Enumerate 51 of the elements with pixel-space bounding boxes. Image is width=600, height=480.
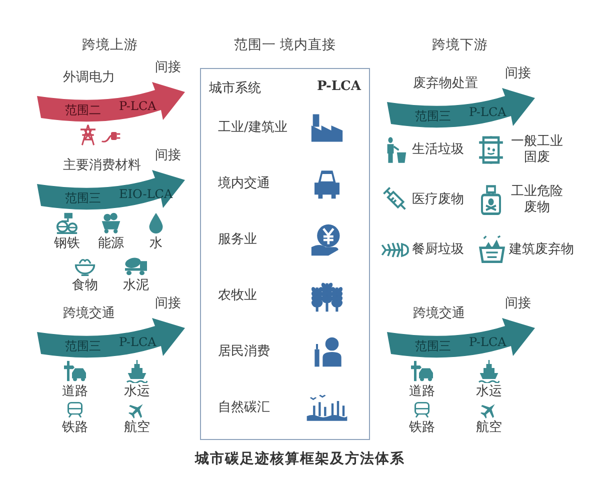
scope-label: 范围三 [65, 339, 101, 354]
indirect-label: 间接 [505, 66, 531, 81]
indirect-label: 间接 [155, 148, 181, 163]
arrow-heading: 跨境交通 [413, 306, 465, 321]
category-label: 生活垃圾 [412, 142, 464, 157]
scope-label: 范围二 [65, 103, 101, 118]
category-label: 医疗废物 [412, 192, 464, 207]
sector-label: 农牧业 [218, 288, 257, 303]
indirect-label: 间接 [155, 296, 181, 311]
category-label: 一般工业固废 [510, 134, 564, 166]
arrow-heading: 外调电力 [63, 70, 115, 85]
category-label: 食物 [71, 278, 99, 293]
category-label: 铁路 [61, 420, 89, 435]
method-label: P-LCA [119, 99, 156, 114]
column-heading: 跨境下游 [431, 38, 489, 53]
arrow-heading: 主要消费材料 [63, 158, 141, 173]
category-label: 钢铁 [53, 236, 81, 251]
arrow-heading: 废弃物处置 [413, 76, 478, 91]
scope-label: 范围三 [415, 339, 451, 354]
category-label: 铁路 [408, 420, 436, 435]
category-label: 水 [148, 236, 164, 251]
method-label: P-LCA [316, 79, 361, 94]
arrow-heading: 跨境交通 [63, 306, 115, 321]
category-label: 水运 [475, 384, 503, 399]
method-label: P-LCA [119, 335, 156, 350]
category-label: 建筑废弃物 [509, 242, 574, 257]
category-label: 道路 [408, 384, 436, 399]
category-label: 道路 [61, 384, 89, 399]
sector-label: 工业/建筑业 [218, 120, 288, 135]
method-label: EIO-LCA [119, 187, 173, 202]
category-label: 能源 [97, 236, 125, 251]
category-label: 水运 [123, 384, 151, 399]
scope-heading: 范围一 境内直接 [232, 38, 338, 53]
category-label: 航空 [475, 420, 503, 435]
method-label: P-LCA [469, 105, 506, 120]
system-title: 城市系统 [209, 81, 261, 96]
category-label: 工业危险废物 [510, 184, 564, 216]
category-label: 餐厨垃圾 [412, 242, 464, 257]
sector-label: 自然碳汇 [218, 400, 270, 415]
column-heading: 跨境上游 [81, 38, 139, 53]
category-label: 航空 [123, 420, 151, 435]
category-label: 水泥 [122, 278, 150, 293]
sector-label: 境内交通 [218, 176, 270, 191]
indirect-label: 间接 [155, 60, 181, 75]
scope-label: 范围三 [415, 109, 451, 124]
sector-label: 居民消费 [218, 344, 270, 359]
sector-label: 服务业 [218, 232, 257, 247]
method-label: P-LCA [469, 335, 506, 350]
indirect-label: 间接 [505, 296, 531, 311]
caption: 城市碳足迹核算框架及方法体系 [194, 450, 406, 468]
scope-label: 范围三 [65, 191, 101, 206]
